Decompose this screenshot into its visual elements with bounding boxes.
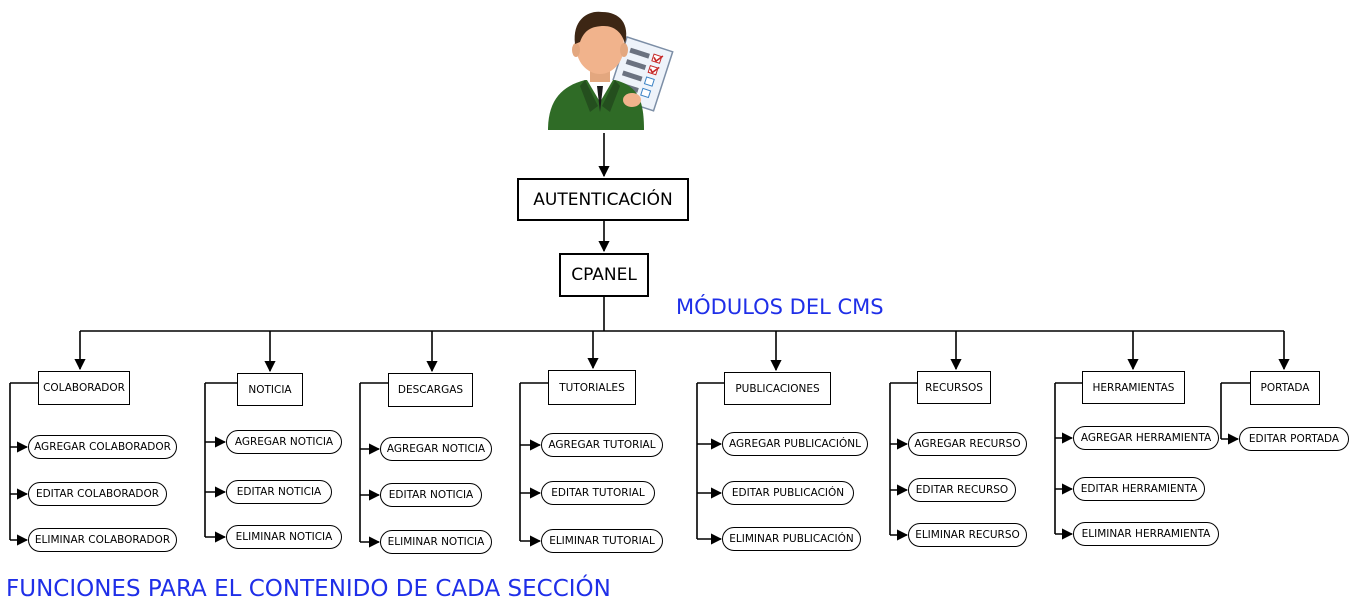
function-pill: EDITAR HERRAMIENTA [1073,477,1205,501]
modules-caption: MÓDULOS DEL CMS [676,295,884,319]
function-pill: EDITAR NOTICIA [380,483,482,507]
function-pill: ELIMINAR NOTICIA [226,525,342,549]
module-box-recursos: RECURSOS [917,371,991,404]
module-box-descargas: DESCARGAS [388,373,473,407]
function-pill: EDITAR COLABORADOR [28,482,167,506]
function-pill: ELIMINAR HERRAMIENTA [1073,522,1219,546]
function-pill: AGREGAR TUTORIAL [541,433,663,457]
module-box-herramientas: HERRAMIENTAS [1082,371,1185,404]
module-box-publicaciones: PUBLICACIONES [724,372,831,405]
module-box-portada: PORTADA [1250,371,1320,405]
function-pill: ELIMINAR PUBLICACIÓN [722,527,861,551]
module-box-noticia: NOTICIA [237,373,303,406]
function-pill: EDITAR TUTORIAL [541,481,655,505]
module-box-colaborador: COLABORADOR [38,371,130,405]
function-pill: ELIMINAR RECURSO [908,523,1027,547]
function-pill: AGREGAR HERRAMIENTA [1073,426,1219,450]
function-pill: EDITAR PUBLICACIÓN [722,481,854,505]
function-pill: AGREGAR NOTICIA [226,430,342,454]
function-pill: AGREGAR NOTICIA [380,437,492,461]
cpanel-box: CPANEL [559,253,649,297]
function-pill: ELIMINAR COLABORADOR [28,528,177,552]
function-pill: AGREGAR COLABORADOR [28,435,177,459]
module-box-tutoriales: TUTORIALES [548,370,636,405]
function-pill: EDITAR NOTICIA [226,480,332,504]
function-pill: AGREGAR PUBLICACIÓNL [722,432,868,456]
function-pill: AGREGAR RECURSO [908,432,1027,456]
function-pill: ELIMINAR TUTORIAL [541,529,663,553]
function-pill: EDITAR RECURSO [908,478,1016,502]
user-with-checklist-icon [548,11,674,130]
function-pill: ELIMINAR NOTICIA [380,530,492,554]
function-pill: EDITAR PORTADA [1239,427,1349,451]
authentication-box: AUTENTICACIÓN [517,178,689,221]
functions-caption: FUNCIONES PARA EL CONTENIDO DE CADA SECC… [6,576,611,602]
